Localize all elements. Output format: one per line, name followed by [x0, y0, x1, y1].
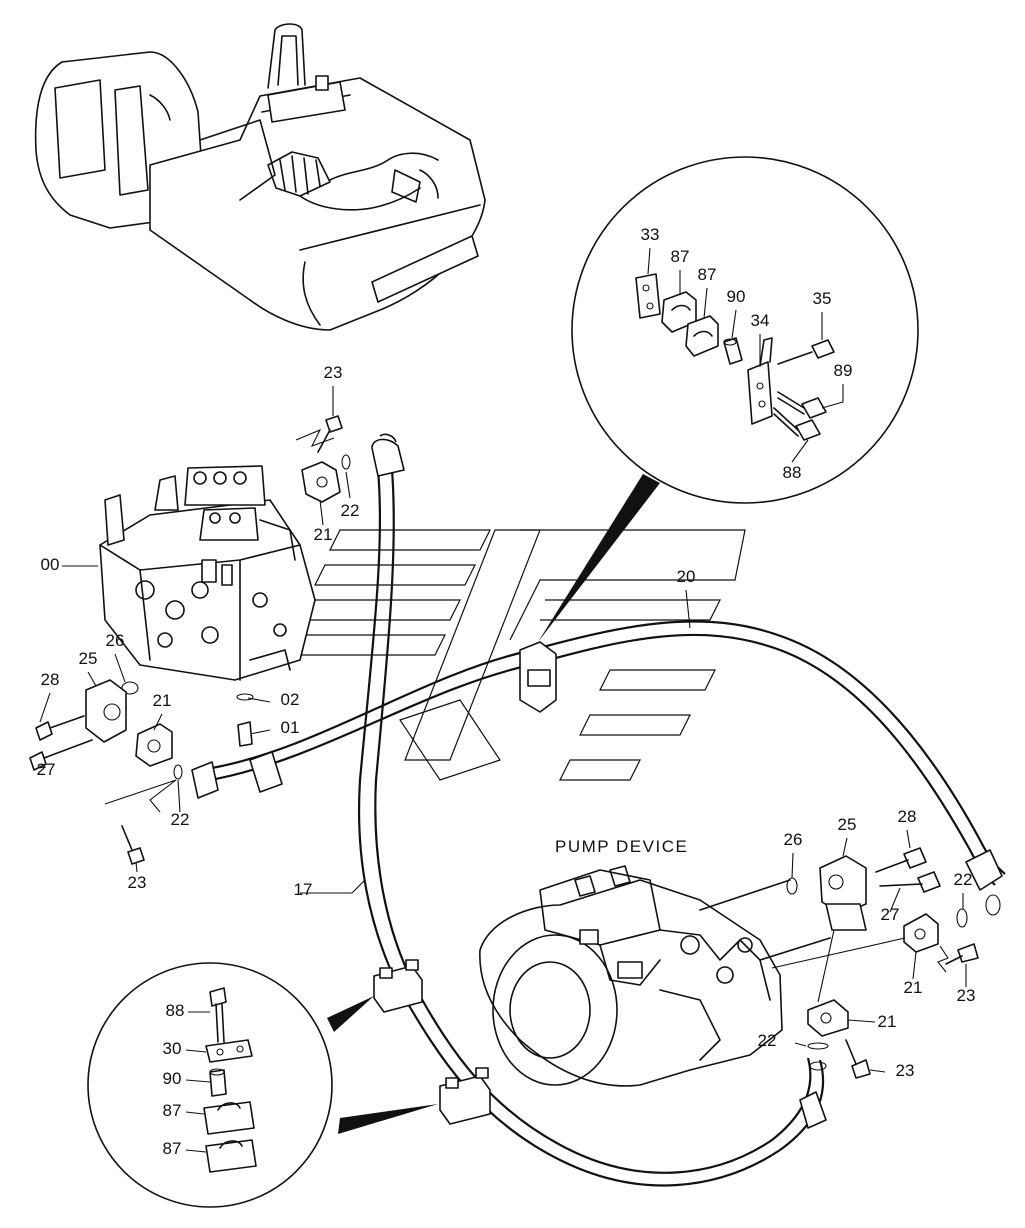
excavator-overview: [34, 23, 486, 331]
pump-device-title: PUMP DEVICE: [555, 837, 688, 856]
hoses: [191, 433, 1006, 1187]
hose-clamp-upper: [519, 641, 557, 713]
callout-c-21c: 21: [904, 978, 923, 997]
callout-labels: 33 87 87 90 34 35 89 88 23 22 21 00 26 25 21 28 02 01 27 22…: [37, 225, 976, 1158]
callout-c-88b: 88: [166, 1001, 185, 1020]
callout-c-90a: 90: [727, 287, 746, 306]
callout-c-28a: 28: [41, 670, 60, 689]
callout-c-00: 00: [41, 555, 60, 574]
callout-c-23c: 23: [957, 986, 976, 1005]
hose-clamps-lower: [373, 959, 491, 1125]
callout-c-26b: 26: [784, 830, 803, 849]
callout-c-25a: 25: [79, 649, 98, 668]
callout-c-30: 30: [163, 1039, 182, 1058]
control-valve: [99, 465, 316, 681]
callout-c-89: 89: [834, 361, 853, 380]
callout-c-33: 33: [641, 225, 660, 244]
callout-c-87a: 87: [671, 247, 690, 266]
callout-c-90b: 90: [163, 1069, 182, 1088]
callout-c-23d: 23: [896, 1061, 915, 1080]
callout-c-01: 01: [281, 718, 300, 737]
callout-c-25b: 25: [838, 815, 857, 834]
callout-c-21a: 21: [314, 525, 333, 544]
callout-c-87b: 87: [698, 265, 717, 284]
pump-flange-set: [771, 829, 979, 1079]
callout-c-21b: 21: [153, 691, 172, 710]
valve-top-flange: [62, 386, 351, 747]
callout-c-28b: 28: [898, 807, 917, 826]
callout-c-22c: 22: [954, 870, 973, 889]
pump-device: PUMP DEVICE: [479, 837, 831, 1087]
callout-c-34: 34: [751, 311, 770, 330]
callout-c-87d: 87: [163, 1139, 182, 1158]
callout-c-02: 02: [281, 690, 300, 709]
valve-side-flange-set: [29, 653, 183, 873]
callout-c-21d: 21: [878, 1012, 897, 1031]
callout-c-23b: 23: [128, 873, 147, 892]
callout-c-22a: 22: [341, 501, 360, 520]
callout-c-26a: 26: [106, 631, 125, 650]
callout-c-88a: 88: [783, 463, 802, 482]
callout-c-27b: 27: [881, 905, 900, 924]
callout-c-17: 17: [294, 880, 313, 899]
callout-c-23a: 23: [324, 363, 343, 382]
callout-c-20: 20: [677, 567, 696, 586]
callout-c-27a: 27: [37, 760, 56, 779]
callout-c-22d: 22: [758, 1031, 777, 1050]
callout-c-22b: 22: [171, 810, 190, 829]
clamp-detail-circle-bottom: [87, 962, 438, 1208]
callout-c-87c: 87: [163, 1101, 182, 1120]
clamp-detail-circle-top: [538, 156, 919, 642]
callout-c-35: 35: [813, 289, 832, 308]
